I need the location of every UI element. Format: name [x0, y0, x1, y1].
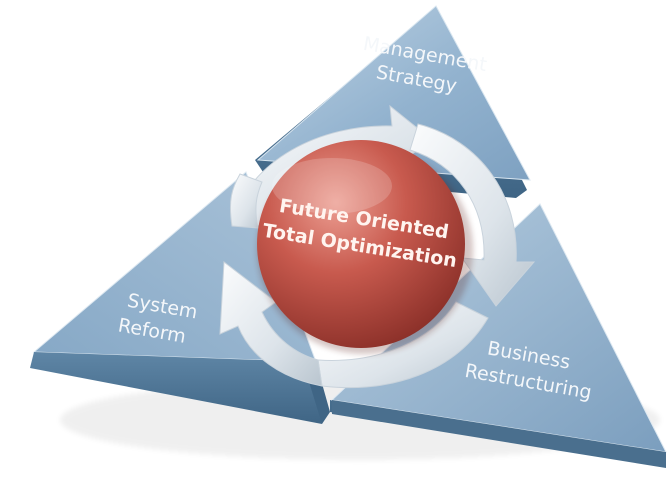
cycle-arrow-right — [409, 123, 536, 307]
cycle-arrow-left — [229, 173, 263, 229]
center-sphere — [257, 140, 473, 354]
